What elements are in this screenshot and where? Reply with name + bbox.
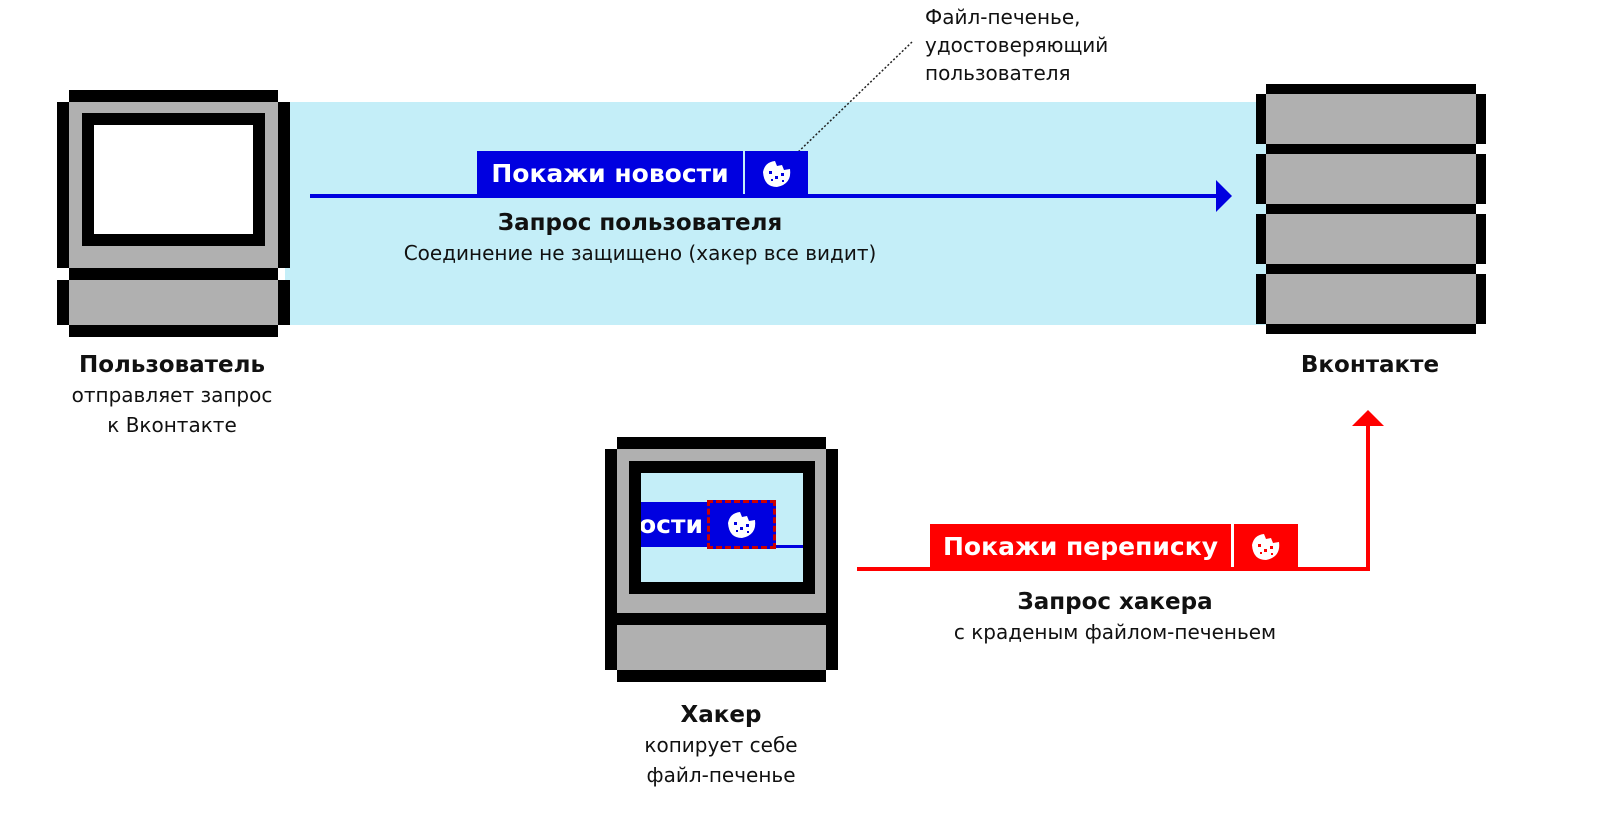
hacker-subtitle-line2: файл-печенье [646, 763, 796, 787]
user-request-title: Запрос пользователя [497, 210, 783, 236]
cookie-annotation-line1: Файл-печенье, [925, 5, 1081, 29]
cookie-icon [727, 511, 755, 538]
hacker-request-caption: Запрос хакера с краденым файлом-печеньем [940, 587, 1290, 647]
server-title: Вконтакте [1300, 352, 1440, 378]
hacker-request-subtitle: с краденым файлом-печеньем [953, 620, 1277, 644]
cookie-annotation-line3: пользователя [925, 61, 1071, 85]
annotation-leader-line [793, 41, 913, 157]
hacker-request-pill: Покажи переписку [930, 524, 1231, 569]
user-request-subtitle: Соединение не защищено (хакер все видит) [403, 241, 877, 265]
hacker-computer-icon [605, 437, 838, 682]
hacker-subtitle-line1: копирует себе [644, 733, 798, 757]
hacker-request-arrow [857, 410, 1384, 571]
cookie-annotation-line2: удостоверяющий [925, 33, 1109, 57]
user-request-arrow [310, 180, 1232, 212]
hacker-request-cookie [1234, 524, 1298, 569]
stolen-cookie [707, 500, 776, 549]
user-subtitle-line1: отправляет запрос [71, 383, 273, 407]
user-computer-icon [57, 90, 290, 337]
user-request-pill: Покажи новости [477, 151, 743, 196]
user-title: Пользователь [79, 352, 265, 378]
server-rack-icon [1256, 84, 1486, 334]
screen-request-line [776, 545, 803, 548]
cookie-annotation: Файл-печенье, удостоверяющий пользовател… [925, 3, 1108, 87]
cookie-icon [1252, 533, 1280, 560]
user-label: Пользователь отправляет запрос к Вконтак… [42, 350, 302, 440]
hacker-request-title: Запрос хакера [1017, 589, 1213, 615]
user-request-cookie [745, 151, 808, 196]
hacker-screen-request: ости [641, 502, 707, 547]
insecure-channel-band [285, 102, 1285, 325]
user-request-caption: Запрос пользователя Соединение не защище… [390, 208, 890, 268]
user-subtitle-line2: к Вконтакте [107, 413, 237, 437]
cookie-icon [762, 160, 790, 187]
hacker-title: Хакер [680, 702, 762, 728]
hacker-label: Хакер копирует себе файл-печенье [611, 700, 831, 790]
server-label: Вконтакте [1270, 350, 1470, 380]
